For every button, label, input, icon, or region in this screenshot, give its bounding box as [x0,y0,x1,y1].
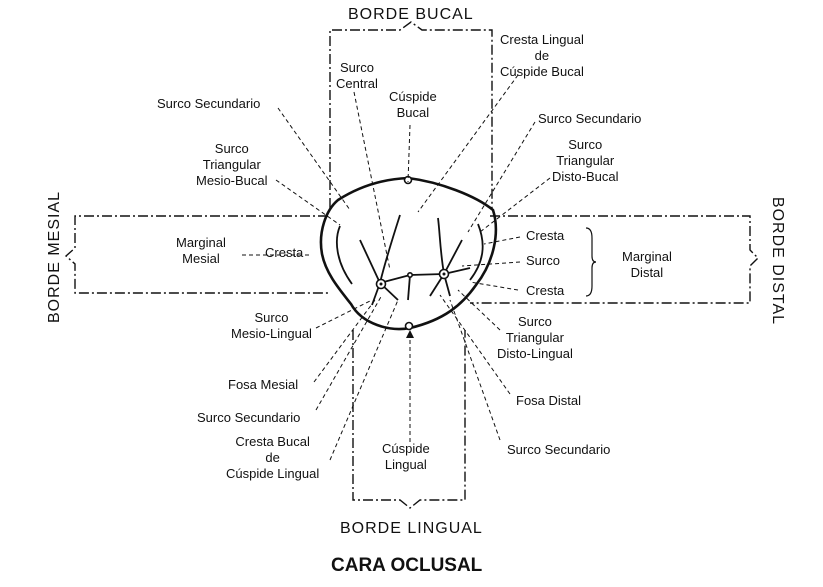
right-brace [584,226,597,298]
buccal-bracket [329,21,493,208]
border-buccal-label: BORDE BUCAL [348,6,474,23]
border-mesial-label: BORDE MESIAL [46,190,63,324]
label-cresta-right-bottom: Cresta [526,283,565,298]
label-fosa-mesial: Fosa Mesial [228,377,299,392]
lingual-cusp-point [404,321,414,331]
central-groove [379,267,471,284]
label-fosa-distal: Fosa Distal [516,393,582,408]
label-surco-secundario-bottom-right: Surco Secundario [507,442,611,457]
border-distal-label: BORDE DISTAL [769,196,786,326]
mesial-bracket [64,215,328,294]
label-surco-secundario-bottom-left: Surco Secundario [197,410,301,425]
label-surco-secundario-top-left: Surco Secundario [157,96,261,111]
page-title: CARA OCLUSAL [331,555,483,576]
lingual-bracket [352,330,466,509]
label-surco-right: Surco [526,253,560,268]
border-lingual-label: BORDE LINGUAL [340,520,483,537]
label-cresta-left: Cresta [265,245,304,260]
distal-bracket [470,215,759,304]
label-surco-secundario-top-right: Surco Secundario [538,111,642,126]
tooth-outline [319,176,498,331]
label-cresta-right-top: Cresta [526,228,565,243]
